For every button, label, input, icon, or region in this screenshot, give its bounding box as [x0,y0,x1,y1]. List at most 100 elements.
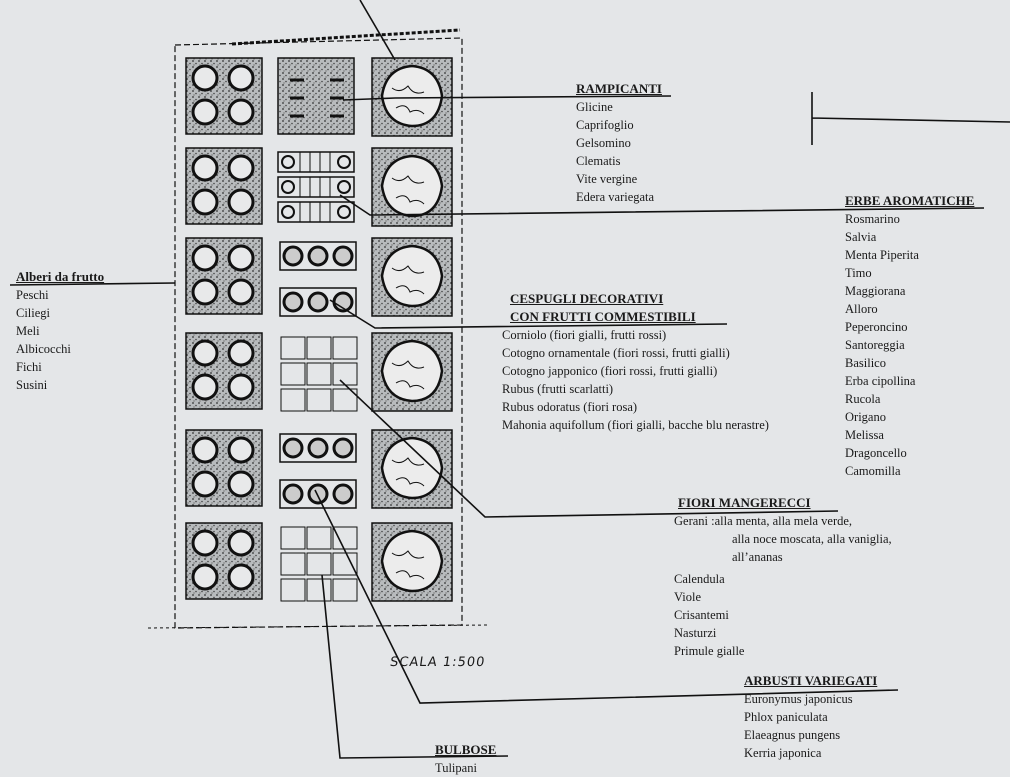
list-item: Caprifoglio [576,118,634,132]
leader-alberi [9,282,176,286]
leader-arbusti [314,489,899,704]
bush-icon [332,483,354,505]
herb-strip [277,176,355,198]
shrub-detail [391,85,425,115]
cespugli-title-2: CON FRUTTI COMMESTIBILI [510,309,696,324]
bush-icon [282,245,304,267]
list-item: Dragoncello [845,446,907,460]
leader-erbe [339,194,985,216]
list-item: Primule gialle [674,644,745,658]
bulbose-title: BULBOSE [435,742,497,757]
list-item: Tulipani [435,761,477,775]
group-bulbose: BULBOSE Tulipani [435,741,496,777]
fruit-tree-icon [191,339,219,367]
list-item: Menta Piperita [845,248,919,262]
fruit-tree-icon [227,529,255,557]
list-item: Albicocchi [16,342,71,356]
fruit-tree-icon [227,339,255,367]
fruit-tree-icon [191,470,219,498]
flower-plot [280,362,306,386]
shrub-icon [380,339,444,403]
list-item: Viole [674,590,702,604]
leader-right-bracket [811,92,1010,145]
flower-plot [280,578,306,602]
bush-icon [282,437,304,459]
fruit-tree-icon [227,470,255,498]
leader-fiori [339,379,839,518]
list-item: Peperoncino [845,320,908,334]
flower-plot [332,526,358,550]
bush-icon [307,291,329,313]
shrub-icon [380,244,444,308]
rampicanti-title: RAMPICANTI [576,81,662,96]
list-item: Maggiorana [845,284,906,298]
list-item: Kerria japonica [744,746,822,760]
group-cespugli: CESPUGLI DECORATIVI CON FRUTTI COMMESTIB… [502,290,769,434]
shrub-icon [380,529,444,593]
fruit-tree-icon [227,244,255,272]
fruit-tree-icon [227,64,255,92]
herb-icon [337,155,351,169]
list-item: Camomilla [845,464,901,478]
gerani-line: alla noce moscata, alla vaniglia, [732,532,892,546]
leader-rampicanti [342,95,672,101]
shrub-detail [391,175,425,205]
bush-icon [332,437,354,459]
list-item: Melissa [845,428,884,442]
fruit-tree-icon [227,188,255,216]
bush-icon [332,245,354,267]
bush-box [279,241,357,271]
fruit-tree-icon [191,529,219,557]
fruit-tree-icon [191,64,219,92]
shrub-detail [391,457,425,487]
list-item: Glicine [576,100,613,114]
fruit-tree-icon [227,563,255,591]
fruit-tree-icon [227,154,255,182]
flower-plot [332,362,358,386]
fiori-title: FIORI MANGERECCI [678,495,811,510]
list-item: Basilico [845,356,886,370]
list-item: Peschi [16,288,49,302]
flower-plot [332,388,358,412]
leader-cespugli [329,299,728,329]
list-item: Timo [845,266,872,280]
list-item: Rosmarino [845,212,900,226]
flower-plot [306,526,332,550]
group-fiori-mangerecci: FIORI MANGERECCI Gerani :alla menta, all… [674,494,892,660]
bush-icon [282,483,304,505]
list-item: Susini [16,378,48,392]
list-item: Cotogno japponico (fiori rossi, frutti g… [502,364,718,378]
fruit-tree-icon [227,278,255,306]
bush-icon [307,437,329,459]
list-item: Cotogno ornamentale (fiori rossi, frutti… [502,346,730,360]
scale-label: SCALA 1:500 [388,655,487,670]
fruit-tree-icon [227,98,255,126]
fruit-tree-icon [191,154,219,182]
bush-icon [307,245,329,267]
herb-icon [281,205,295,219]
fruit-tree-icon [191,98,219,126]
herb-icon [337,205,351,219]
shrub-detail [391,265,425,295]
shrub-detail [391,360,425,390]
list-item: Fichi [16,360,42,374]
flower-plot [306,552,332,576]
list-item: Nasturzi [674,626,717,640]
flower-plot [306,388,332,412]
flower-plot [280,336,306,360]
leader-top [359,0,396,61]
list-item: Elaeagnus pungens [744,728,841,742]
arbusti-title: ARBUSTI VARIEGATI [744,673,878,688]
flower-plot [306,362,332,386]
flower-plot [306,578,332,602]
list-item: Salvia [845,230,877,244]
list-item: Meli [16,324,40,338]
herb-icon [281,155,295,169]
flower-plot [280,526,306,550]
list-item: Rubus odoratus (fiori rosa) [502,400,638,414]
flower-plot [332,336,358,360]
list-item: Vite vergine [576,172,638,186]
climber-bed [277,57,355,135]
